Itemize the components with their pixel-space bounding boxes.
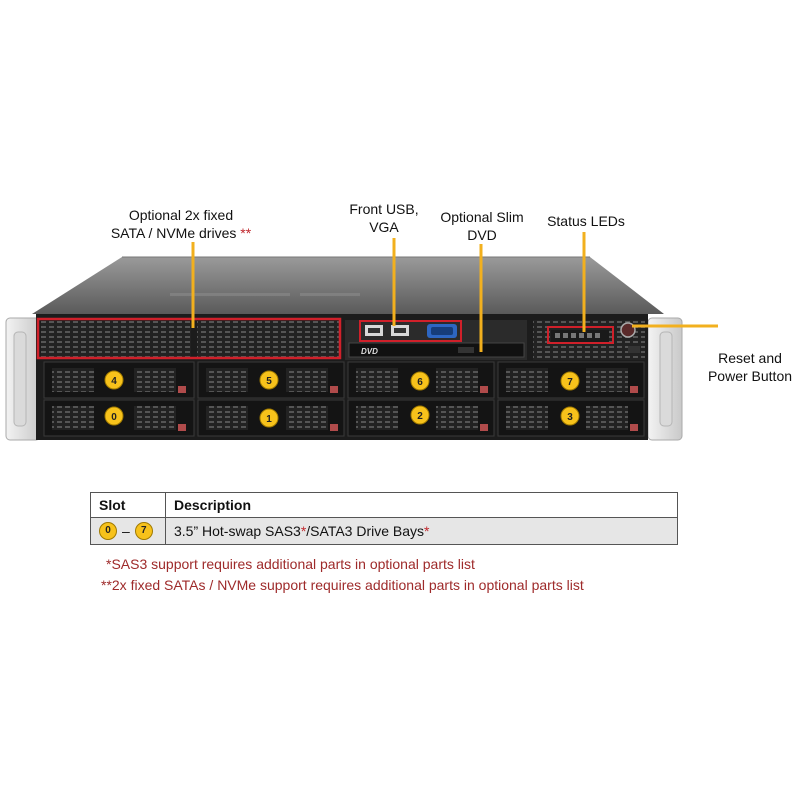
fixed-drives-highlight [36, 317, 342, 360]
description-part1: 3.5” Hot-swap SAS3 [174, 523, 301, 540]
description-mark1: * [300, 523, 307, 540]
slot-badge-to: 7 [134, 522, 153, 541]
footnote-sas3: *SAS3 support requires additional parts … [106, 556, 475, 572]
chassis-top [32, 257, 664, 314]
callout-status-leds: Status LEDs [538, 212, 634, 230]
callout-reset-line2: Power Button [707, 368, 793, 384]
status-leds-highlight [547, 326, 614, 344]
bay-badge-7: 7 [567, 377, 573, 388]
callout-dvd: Optional Slim DVD [430, 208, 534, 244]
callout-dvd-line2: DVD [467, 227, 497, 243]
server-front-panel: DVD 4 5 [5, 232, 718, 441]
description-mark2: * [424, 523, 430, 540]
bay-badge-6: 6 [417, 377, 423, 388]
drive-bay[interactable]: 3 [497, 399, 645, 437]
description-cell: 3.5” Hot-swap SAS3*/SATA3 Drive Bays* [165, 516, 678, 546]
callout-front-usb-line1: Front USB, [349, 201, 419, 217]
slot-range-cell: 0–7 [90, 516, 166, 546]
drive-bay[interactable]: 7 [497, 361, 645, 399]
callout-reset-power: Reset and Power Button [700, 349, 800, 385]
bay-badge-5: 5 [266, 376, 272, 387]
footnote-fixed-drives: **2x fixed SATAs / NVMe support requires… [101, 577, 584, 593]
usb-vga-highlight [359, 320, 462, 342]
callout-fixed-drives-line1: Optional 2x fixed [128, 207, 234, 223]
callout-front-usb-line2: VGA [369, 219, 399, 235]
callout-front-usb: Front USB, VGA [340, 200, 428, 236]
table-header-row: Slot Description [90, 492, 678, 518]
bay-badge-4: 4 [111, 376, 117, 387]
callout-fixed-drives-line2: SATA / NVMe drives [110, 225, 237, 241]
power-button-icon[interactable] [620, 322, 636, 338]
drive-bay[interactable]: 2 [347, 399, 495, 437]
drive-bay[interactable]: 0 [43, 399, 195, 437]
callout-fixed-drives-line2-wrap: SATA / NVMe drives ** [96, 224, 266, 242]
header-slot: Slot [90, 492, 166, 518]
dvd-logo: DVD [361, 347, 378, 356]
bay-badge-2: 2 [417, 411, 423, 422]
callout-status-leds-text: Status LEDs [547, 213, 625, 229]
drive-bay[interactable]: 1 [197, 399, 345, 437]
callout-dvd-line1: Optional Slim [440, 209, 524, 225]
table-row: 0–7 3.5” Hot-swap SAS3*/SATA3 Drive Bays… [90, 516, 678, 546]
bay-badge-0: 0 [111, 412, 117, 423]
drive-bay[interactable]: 5 [197, 361, 345, 399]
slot-badge-from: 0 [99, 522, 117, 541]
callout-fixed-drives: Optional 2x fixed SATA / NVMe drives ** [96, 206, 266, 242]
drive-bay[interactable]: 6 [347, 361, 495, 399]
hot-swap-bays: 4 5 6 7 [43, 361, 645, 437]
description-part2: /SATA3 Drive Bays [306, 523, 425, 540]
slot-table: Slot Description 0–7 3.5” Hot-swap SAS3*… [90, 492, 678, 546]
callout-reset-line1: Reset and [718, 350, 782, 366]
callout-fixed-drives-mark: ** [240, 225, 252, 241]
drive-bay[interactable]: 4 [43, 361, 195, 399]
header-description: Description [165, 492, 678, 518]
bay-badge-3: 3 [567, 412, 573, 423]
slot-range-dash: – [122, 523, 130, 540]
bay-badge-1: 1 [266, 414, 272, 425]
